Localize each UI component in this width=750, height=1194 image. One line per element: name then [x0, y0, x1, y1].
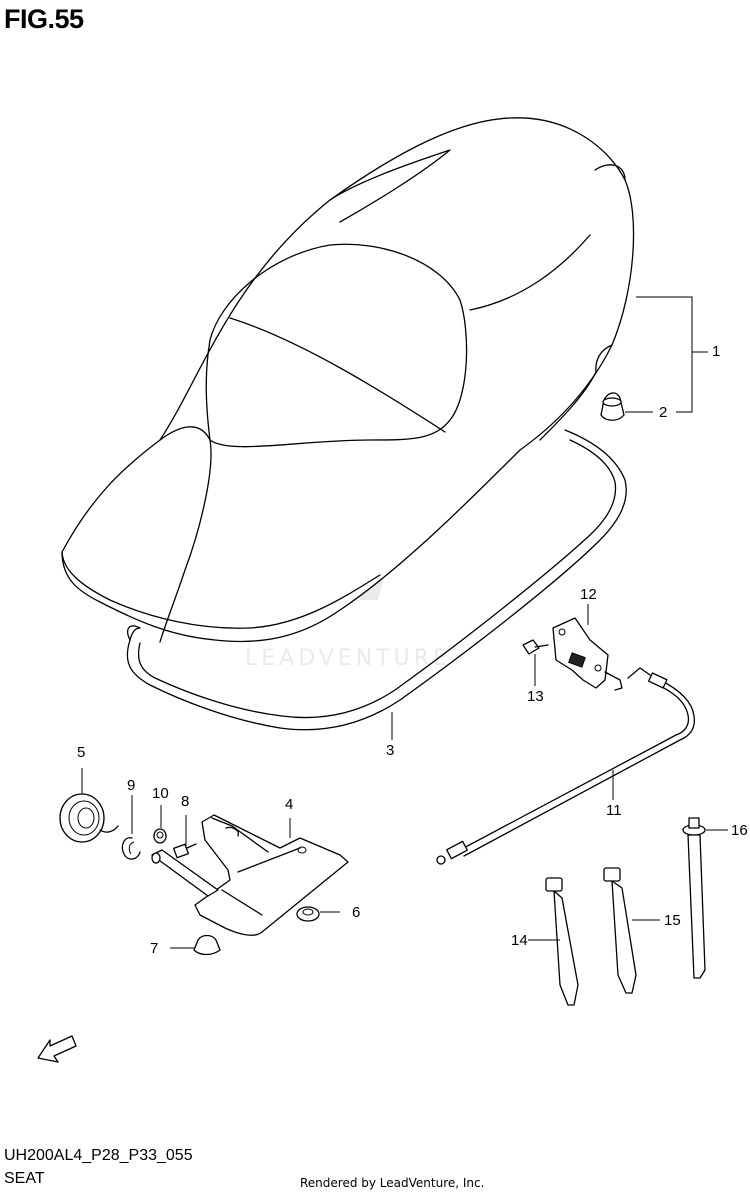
screw-part-13 — [522, 639, 549, 655]
cable-tie-part-14 — [545, 877, 579, 1006]
cable-tie-part-15 — [603, 867, 637, 994]
diagram-code: UH200AL4_P28_P33_055 — [4, 1147, 193, 1164]
clamp-tie-part-16 — [682, 817, 706, 979]
callout-16: 16 — [731, 822, 748, 839]
seat-seal-part-3 — [126, 429, 627, 731]
callout-13: 13 — [527, 688, 544, 705]
diagram-name: SEAT — [4, 1170, 45, 1187]
cable-part-11 — [436, 672, 696, 865]
collar-part-10 — [153, 828, 167, 844]
seat-lock-part-12 — [552, 617, 651, 691]
callout-7: 7 — [150, 940, 159, 957]
callout-3: 3 — [386, 742, 395, 759]
callout-1: 1 — [712, 343, 721, 360]
bumper-part-2 — [600, 392, 625, 421]
watermark-text: LEADVENTURE — [245, 646, 451, 671]
callout-11: 11 — [606, 802, 622, 819]
leader-lines — [81, 296, 728, 949]
e-ring-part-9 — [121, 837, 141, 860]
grommet-part-6 — [296, 906, 320, 922]
callout-12: 12 — [580, 586, 597, 603]
fwd-arrow-icon: FWD — [37, 1035, 77, 1063]
callout-4: 4 — [285, 796, 294, 813]
callout-9: 9 — [127, 777, 136, 794]
hinge-bracket-part-4 — [151, 814, 349, 936]
callout-14: 14 — [511, 932, 528, 949]
callout-5: 5 — [77, 744, 86, 761]
cushion-part-7 — [193, 934, 221, 956]
callout-2: 2 — [659, 404, 668, 421]
callout-10: 10 — [152, 785, 169, 802]
seat-part-1 — [61, 117, 635, 643]
callout-15: 15 — [664, 912, 681, 929]
spring-part-5 — [59, 793, 119, 843]
figure-title: FIG.55 — [4, 4, 84, 34]
callout-6: 6 — [352, 904, 361, 921]
callout-8: 8 — [181, 793, 190, 810]
render-credit: Rendered by LeadVenture, Inc. — [300, 1176, 485, 1190]
bolt-part-8 — [173, 843, 197, 859]
